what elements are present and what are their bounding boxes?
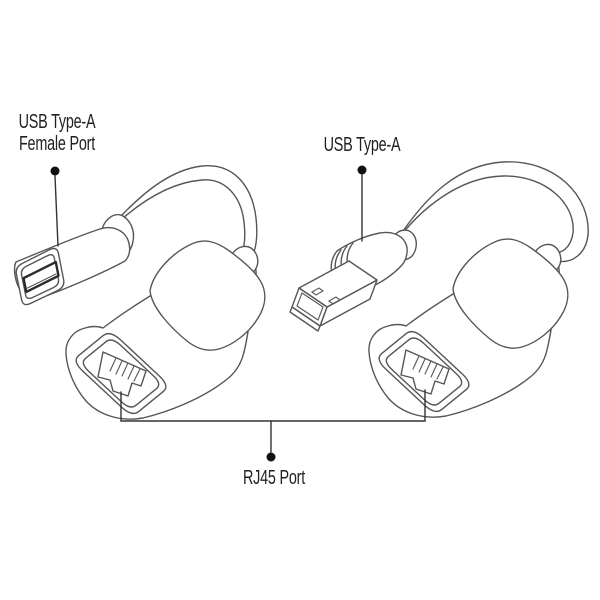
usb-male-plug xyxy=(289,229,417,332)
label-line: Female Port xyxy=(18,132,96,155)
usb-shield-hole xyxy=(328,296,341,305)
leader-line-usb-female xyxy=(54,175,59,247)
usb-female-socket-opening xyxy=(22,260,60,294)
callouts xyxy=(50,165,426,462)
callout-dot-usb-female xyxy=(50,166,60,176)
rj45-bracket-line xyxy=(120,389,426,422)
label-line: USB Type-A xyxy=(18,111,96,133)
label-usb-female-port: USB Type-A Female Port xyxy=(7,111,108,155)
label-usb-type-a: USB Type-A xyxy=(323,134,401,156)
usb-shield-hole xyxy=(311,287,324,296)
usb-female-connector xyxy=(13,213,135,306)
callout-dot-usb-male xyxy=(357,165,367,175)
label-rj45-port: RJ45 Port xyxy=(242,467,306,489)
cable-right xyxy=(394,161,589,263)
cable-left xyxy=(106,165,258,260)
callout-dot-rj45 xyxy=(266,452,276,462)
